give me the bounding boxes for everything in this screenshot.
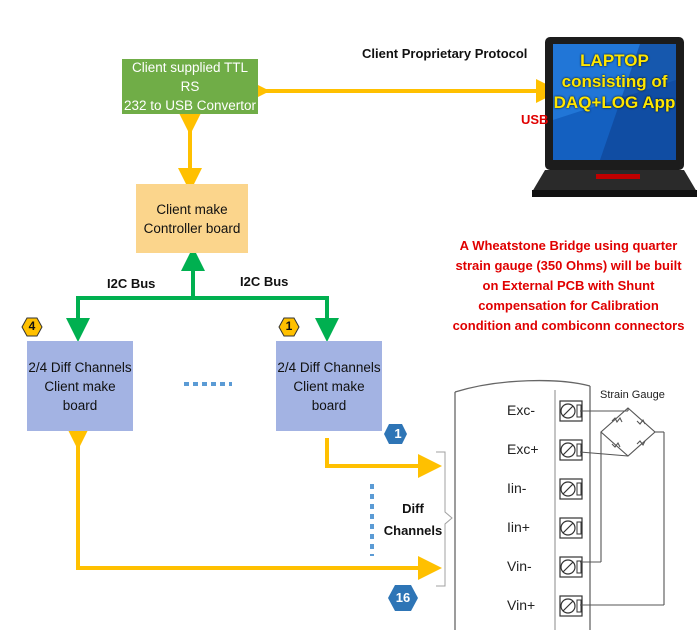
- diff-channels-label: Diff Channels: [383, 498, 443, 542]
- board-right-line-1: 2/4 Diff Channels: [277, 359, 381, 375]
- channel-1-hex: [384, 424, 407, 444]
- board-left: 2/4 Diff Channels Client make board: [27, 341, 133, 431]
- board-left-badge-hex: [21, 317, 43, 337]
- note-line-5: condition and combiconn connectors: [452, 318, 685, 333]
- terminal-block-panel: [454, 379, 591, 630]
- terminal-screw: [559, 556, 583, 578]
- controller-line-1: Client make: [156, 201, 228, 217]
- board-left-line-2: Client make: [44, 378, 116, 394]
- channel-16-number: 16: [395, 590, 411, 605]
- terminal-screw: [559, 439, 583, 461]
- terminal-label: Vin+: [507, 597, 536, 613]
- terminal-label: Iin+: [507, 519, 530, 535]
- protocol-label: Client Proprietary Protocol: [362, 46, 528, 61]
- terminal-label: Iin-: [507, 480, 527, 496]
- channel-1-arrow: [325, 438, 442, 478]
- i2c-bus-label-left: I2C Bus: [107, 276, 156, 291]
- terminal-screws: [559, 400, 583, 617]
- board-right-line-2: Client make: [293, 378, 365, 394]
- channel-1-number: 1: [394, 426, 402, 441]
- board-right-badge: 1: [285, 319, 293, 333]
- wheatstone-note: A Wheatstone Bridge using quarter strain…: [440, 236, 697, 336]
- channel-16-arrow: [66, 426, 442, 580]
- board-left-badge: 4: [28, 319, 36, 333]
- diff-line-2: Channels: [383, 523, 443, 538]
- terminal-screw: [559, 478, 583, 500]
- board-right: 2/4 Diff Channels Client make board: [276, 341, 382, 431]
- terminal-screw: [559, 400, 583, 422]
- terminal-label: Exc-: [507, 402, 535, 418]
- note-line-2: strain gauge (350 Ohms) will be built: [455, 258, 682, 273]
- note-line-4: compensation for Calibration: [478, 298, 659, 313]
- terminal-label: Vin-: [507, 558, 532, 574]
- board-right-line-3: board: [311, 397, 347, 413]
- converter-line-2: 232 to USB Convertor: [123, 98, 257, 113]
- laptop-label: LAPTOP consisting of DAQ+LOG App: [553, 50, 676, 113]
- controller-line-2: Controller board: [143, 220, 241, 236]
- usb-label: USB: [521, 112, 549, 127]
- note-line-1: A Wheatstone Bridge using quarter: [459, 238, 678, 253]
- controller-box: Client make Controller board: [136, 184, 248, 253]
- laptop-line-1: LAPTOP: [580, 51, 649, 70]
- board-left-line-1: 2/4 Diff Channels: [28, 359, 132, 375]
- note-line-3: on External PCB with Shunt: [482, 278, 655, 293]
- i2c-bus-label-right: I2C Bus: [240, 274, 289, 289]
- terminal-screw: [559, 517, 583, 539]
- laptop-illustration: [532, 37, 697, 197]
- terminal-screw: [559, 595, 583, 617]
- board-right-badge-hex: [278, 317, 300, 337]
- board-left-line-3: board: [62, 397, 98, 413]
- diff-line-1: Diff: [402, 501, 424, 516]
- laptop-line-2: consisting of: [561, 72, 668, 91]
- strain-gauge-bridge: [579, 407, 665, 606]
- converter-line-1: Client supplied TTL RS: [131, 60, 249, 94]
- channel-16-hex: [388, 585, 418, 611]
- strain-gauge-label: Strain Gauge: [600, 389, 665, 401]
- channels-bracket: [436, 451, 453, 587]
- terminal-label: Exc+: [507, 441, 539, 457]
- laptop-line-3: DAQ+LOG App: [553, 93, 676, 112]
- converter-box: Client supplied TTL RS 232 to USB Conver…: [122, 59, 258, 114]
